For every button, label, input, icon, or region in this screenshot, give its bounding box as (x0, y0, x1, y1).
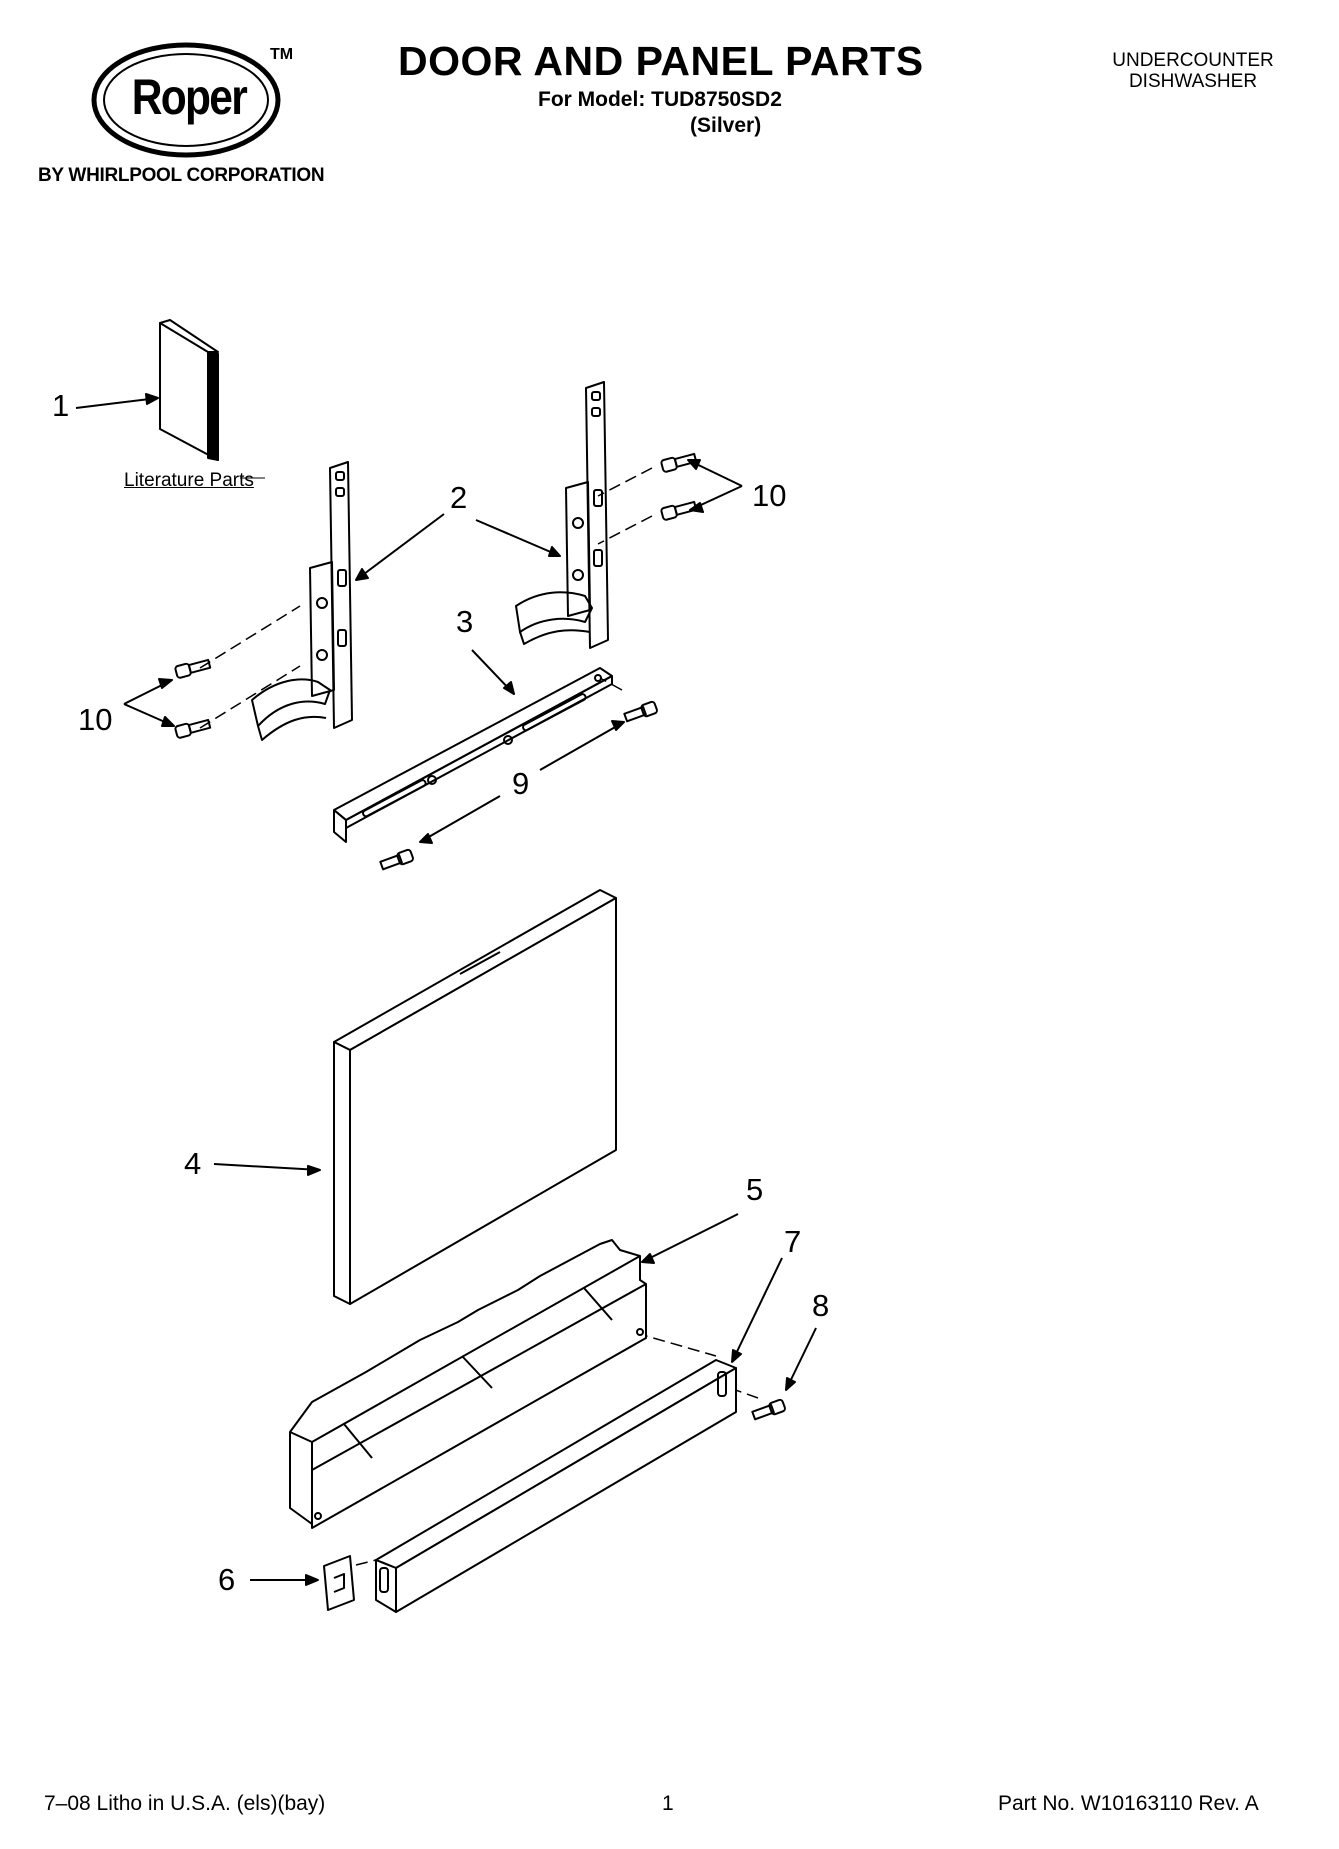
callout-8: 8 (812, 1288, 830, 1323)
leader-lines (75, 393, 817, 1586)
appliance-line-1: UNDERCOUNTER (1112, 50, 1274, 71)
corporation-name: BY WHIRLPOOL CORPORATION (38, 165, 325, 186)
callout-4: 4 (184, 1146, 202, 1181)
part-number: Part No. W10163110 Rev. A (998, 1792, 1259, 1815)
trademark-mark: TM (270, 46, 294, 63)
callout-6: 6 (218, 1562, 236, 1597)
outer-door-panel (333, 889, 617, 1305)
door-hinge-left (251, 461, 353, 741)
callout-3: 3 (456, 604, 474, 639)
callout-2: 2 (450, 480, 468, 515)
page-number: 1 (662, 1792, 674, 1815)
literature-booklet (159, 319, 219, 461)
variant-line: (Silver) (690, 114, 762, 137)
screw-group (174, 452, 786, 1421)
callout-7: 7 (784, 1224, 802, 1259)
panel-support-bracket (333, 667, 613, 843)
door-hinge-right (515, 381, 609, 649)
appliance-line-2: DISHWASHER (1128, 71, 1258, 92)
literature-parts-label: Literature Parts (124, 470, 254, 491)
page-title: DOOR AND PANEL PARTS (398, 38, 924, 84)
callout-10-right: 10 (752, 478, 787, 513)
print-info: 7–08 Litho in U.S.A. (els)(bay) (44, 1792, 326, 1815)
toe-panel-clip (323, 1555, 355, 1611)
callout-5: 5 (746, 1172, 764, 1207)
toe-panel (289, 1239, 647, 1529)
callout-9: 9 (512, 766, 530, 801)
toe-panel-trim (375, 1359, 737, 1613)
brand-name: Roper (131, 69, 248, 125)
callout-10-left: 10 (78, 702, 113, 737)
callout-1: 1 (52, 388, 70, 423)
appliance-type: UNDERCOUNTER DISHWASHER (1098, 50, 1288, 92)
model-line: For Model: TUD8750SD2 (538, 88, 782, 111)
